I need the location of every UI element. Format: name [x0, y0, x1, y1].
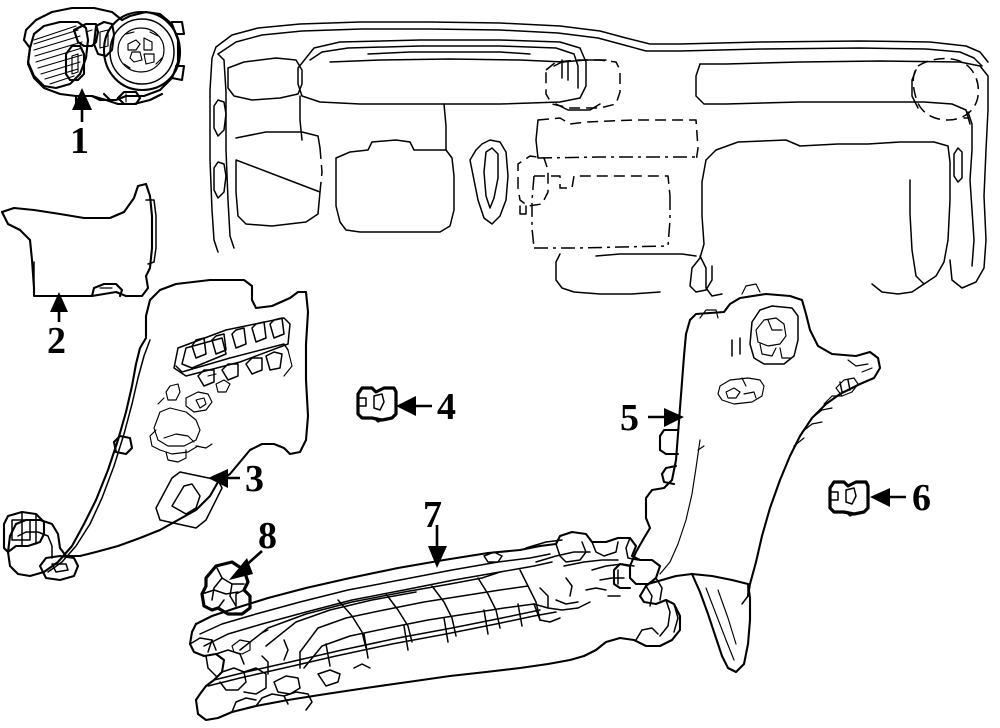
callout-label-7: 7 [423, 494, 442, 536]
part-trim-retainer-clip-right [828, 480, 870, 517]
callout-label-2: 2 [47, 320, 66, 362]
callout-label-5: 5 [620, 397, 639, 439]
part-trim-retainer-clip-left [356, 386, 398, 423]
part-console-mounting-bracket [200, 560, 252, 616]
callout-label-1: 1 [70, 120, 89, 162]
callout-leaders [50, 88, 906, 580]
part-cowl-side-trim-panel [0, 182, 157, 298]
callout-label-3: 3 [245, 458, 264, 500]
callout-label-4: 4 [437, 386, 456, 428]
callout-label-8: 8 [258, 515, 277, 557]
part-floor-console-under-cover [188, 530, 682, 722]
callout-label-6: 6 [912, 477, 931, 519]
part-instrument-panel-assembly [209, 21, 989, 297]
part-blower-motor-assembly [22, 6, 186, 106]
part-right-quarter-trim-panel [612, 283, 882, 674]
part-left-quarter-trim-panel [2, 278, 310, 582]
